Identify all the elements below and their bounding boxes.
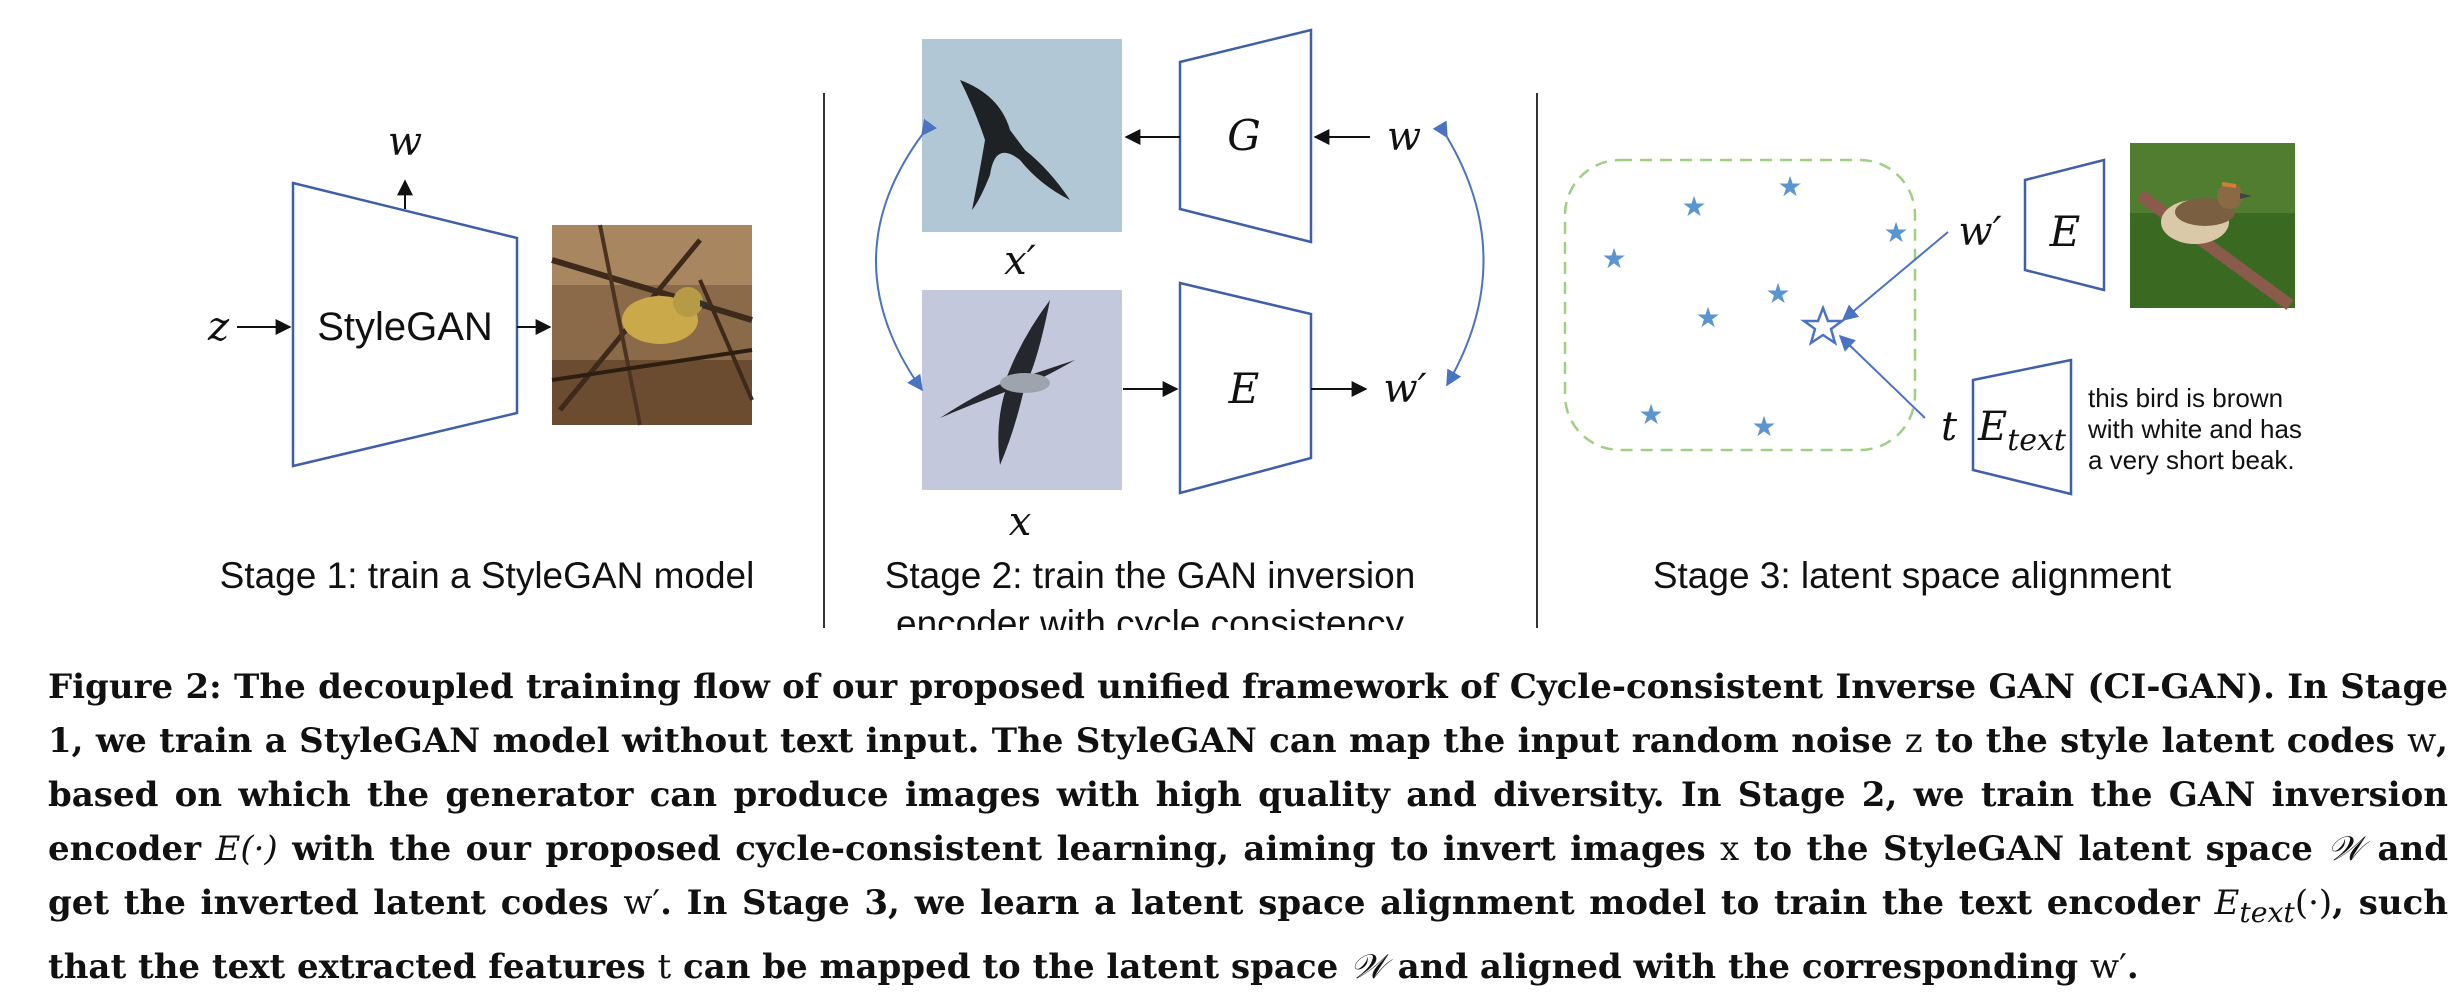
caption-text: to the style latent codes	[1922, 721, 2408, 761]
caption-math-x: x	[1720, 829, 1740, 869]
stage3-latent-space-region	[1563, 158, 1917, 452]
stage2-title-line2: encoder with cycle consistency	[896, 603, 1404, 630]
diagram-canvas: z StyleGAN w Stage 1: train a StyleGAN m…	[207, 28, 2302, 630]
stage2-input-bird-image	[922, 290, 1122, 490]
stage1-stylegan-label: StyleGAN	[317, 305, 493, 349]
stage2-generator-box	[1178, 28, 1313, 244]
caption-math-w-space: 𝒲	[1350, 946, 1386, 987]
caption-math-z: z	[1904, 721, 1923, 761]
latent-star: ★	[1681, 191, 1706, 222]
caption-math-etext-arg: (·)	[2294, 883, 2333, 923]
stage2-title-line1: Stage 2: train the GAN inversion	[885, 555, 1416, 596]
stage3-e-label: E	[2049, 207, 2081, 256]
latent-star: ★	[1777, 171, 1802, 202]
caption-text: can be mapped to the latent space	[671, 946, 1351, 987]
stage3-title: Stage 3: latent space alignment	[1653, 555, 2172, 596]
caption-text: and get the inverted latent codes	[48, 829, 2448, 923]
caption-math-w-space: 𝒲	[2327, 829, 2364, 869]
caption-math-etext-sub: text	[2239, 895, 2295, 929]
caption-text: .	[2126, 946, 2139, 987]
caption-text: and aligned with the corresponding	[1385, 946, 2091, 987]
latent-star: ★	[1751, 411, 1776, 442]
stage3-text-line2: with white and has	[2087, 414, 2302, 444]
stage2-e-label: E	[1228, 364, 1260, 413]
stage1-group: z StyleGAN w Stage 1: train a StyleGAN m…	[207, 119, 754, 596]
stage3-latent-stars: ★ ★ ★ ★ ★ ★ ★ ★	[1601, 171, 1908, 442]
caption-text: , such that the text extracted features	[48, 883, 2448, 987]
stage3-text-line1: this bird is brown	[2088, 383, 2283, 413]
caption-math-etext: Etext(·)	[2214, 883, 2333, 929]
stage1-w-label: w	[388, 119, 422, 165]
latent-star: ★	[1601, 243, 1626, 274]
figure-diagram: z StyleGAN w Stage 1: train a StyleGAN m…	[207, 28, 2302, 630]
stage2-w-prime-label: w′	[1383, 366, 1426, 412]
stage3-group: ★ ★ ★ ★ ★ ★ ★ ★ w′ E t Etext this	[1563, 143, 2302, 596]
stage1-generated-bird-image	[551, 224, 754, 426]
stage3-t-arrow	[1838, 334, 1926, 419]
figure-caption: Figure 2: The decoupled training flow of…	[48, 660, 2448, 994]
latent-star: ★	[1765, 278, 1790, 309]
caption-math-t: t	[657, 946, 672, 987]
caption-text: . In Stage 3, we learn a latent space al…	[660, 883, 2215, 923]
stage3-t-label: t	[1941, 404, 1958, 450]
stage2-x-label: x	[1009, 499, 1032, 545]
latent-star: ★	[1883, 217, 1908, 248]
stage2-g-label: G	[1227, 111, 1261, 160]
stage2-reconstructed-bird-image	[922, 39, 1122, 232]
caption-math-e: E(·)	[215, 829, 278, 869]
caption-math-w-prime: w′	[623, 883, 661, 923]
stage3-text-line3: a very short beak.	[2088, 445, 2295, 475]
stage1-z-label: z	[207, 304, 230, 350]
stage2-encoder-box	[1178, 281, 1313, 495]
stage2-x-prime-label: x′	[1004, 238, 1036, 284]
stage1-stylegan-box	[291, 181, 519, 468]
stage2-right-cycle-arrow	[1432, 120, 1485, 387]
caption-text: , based on which the generator can produ…	[48, 721, 2449, 869]
stage2-left-cycle-arrow	[875, 118, 937, 392]
stage3-text-encoder-box	[1971, 358, 2073, 496]
stage3-aligned-star	[1800, 304, 1846, 346]
stage3-etext-label: Etext	[1977, 404, 2067, 458]
stage2-group: x′ x G w E w′ Stage 2: train the GAN inv…	[875, 28, 1485, 630]
latent-star: ★	[1695, 302, 1720, 333]
stage1-title: Stage 1: train a StyleGAN model	[220, 555, 755, 596]
caption-math-w: w	[2407, 721, 2437, 761]
latent-star: ★	[1638, 399, 1663, 430]
stage3-wprime-arrow	[1841, 231, 1949, 322]
caption-text: Figure 2: The decoupled training flow of…	[48, 667, 2448, 761]
stage3-encoder-box	[2023, 158, 2106, 292]
caption-math-w-prime: w′	[2090, 946, 2127, 987]
stage2-w-label: w	[1387, 114, 1421, 160]
caption-text: to the StyleGAN latent space	[1739, 829, 2328, 869]
caption-math-etext-main: E	[2214, 883, 2240, 923]
caption-text: with the our proposed cycle-consistent l…	[277, 829, 1721, 869]
stage3-bird-photo	[2130, 143, 2295, 310]
stage3-w-prime-label: w′	[1958, 209, 2001, 255]
